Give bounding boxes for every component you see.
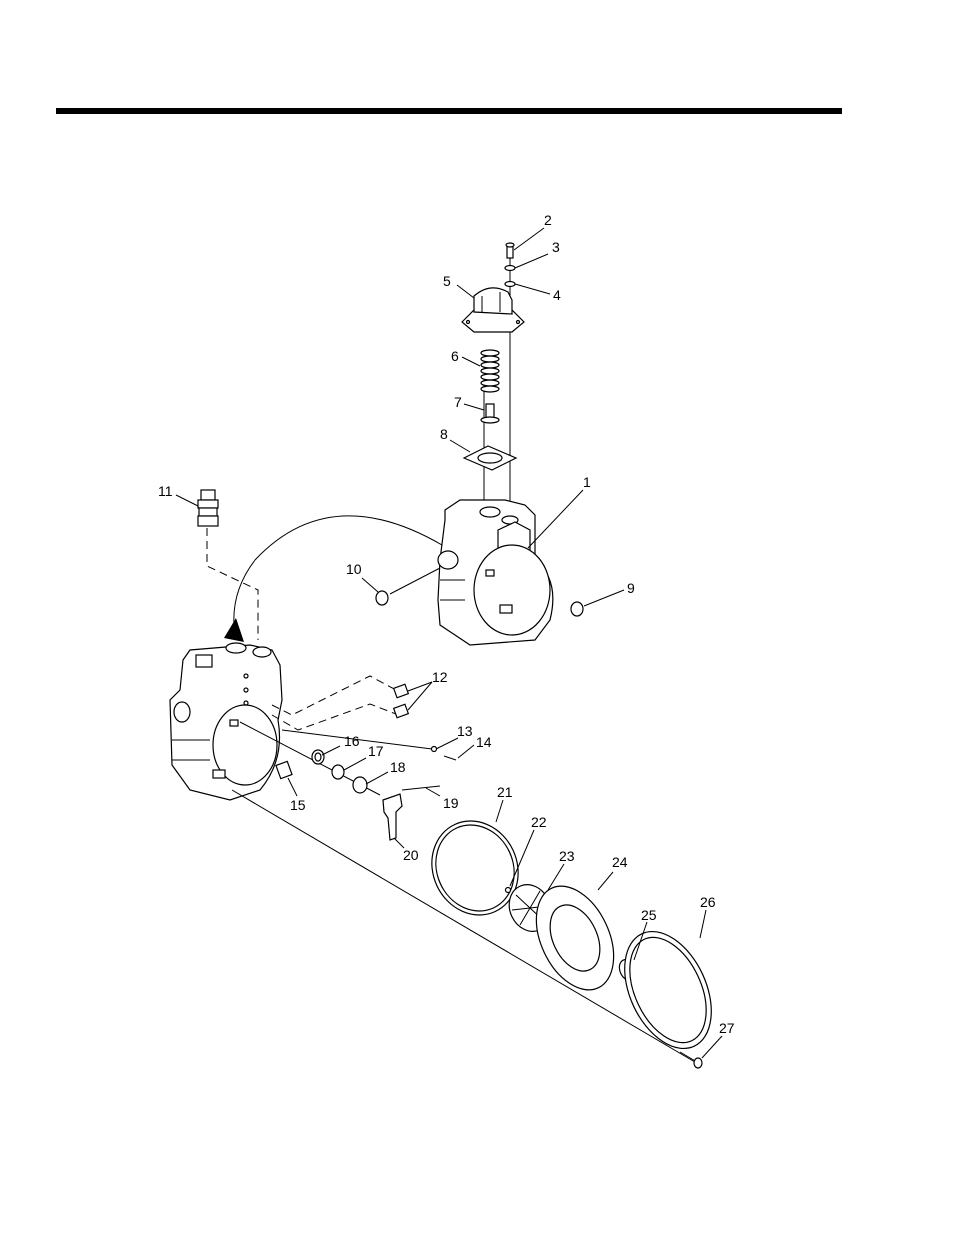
part-20-lever — [383, 794, 402, 840]
part-5-cover — [462, 288, 524, 332]
callout-26: 26 — [700, 894, 716, 910]
part-3-washer — [505, 266, 515, 271]
callout-18: 18 — [390, 759, 406, 775]
callout-17: 17 — [368, 743, 384, 759]
callout-6: 6 — [451, 348, 459, 364]
part-11-hose-barb — [198, 490, 258, 640]
callout-10: 10 — [346, 561, 362, 577]
part-15-screen — [276, 761, 292, 778]
callout-9: 9 — [627, 580, 635, 596]
part-9-o-ring — [571, 602, 583, 616]
part-2-screw — [506, 243, 514, 258]
callout-3: 3 — [552, 239, 560, 255]
callout-11: 11 — [158, 483, 173, 499]
part-10-o-ring — [376, 591, 388, 605]
callout-24: 24 — [612, 854, 628, 870]
part-6-spring — [481, 350, 499, 392]
callout-2: 2 — [544, 212, 552, 228]
callout-22: 22 — [531, 814, 547, 830]
callout-4: 4 — [553, 287, 561, 303]
part-12-plugs — [394, 684, 409, 718]
callout-21: 21 — [497, 784, 513, 800]
part-18-disc — [353, 777, 367, 793]
part-13-ball — [432, 747, 437, 752]
callout-15: 15 — [290, 797, 306, 813]
callout-23: 23 — [559, 848, 575, 864]
lower-regulator-body — [170, 643, 282, 800]
part-14-pin — [444, 756, 456, 760]
callout-19: 19 — [443, 795, 459, 811]
part-22-pin — [506, 888, 511, 893]
lower-assembly — [170, 643, 729, 1068]
leader-lines — [176, 228, 722, 1058]
callout-13: 13 — [457, 723, 473, 739]
callout-14: 14 — [476, 734, 492, 750]
part-1-regulator-body — [438, 500, 553, 645]
part-16-seat — [312, 750, 324, 764]
part-26-cover — [607, 918, 728, 1063]
relocation-arrow — [224, 516, 442, 642]
callout-5: 5 — [443, 273, 451, 289]
callout-8: 8 — [440, 426, 448, 442]
callout-20: 20 — [403, 847, 419, 863]
callout-12: 12 — [432, 669, 448, 685]
part-19-pin — [402, 786, 440, 790]
part-4-washer — [505, 282, 515, 287]
callout-16: 16 — [344, 733, 360, 749]
upper-assembly — [376, 243, 583, 645]
arrow-head-icon — [224, 618, 244, 642]
part-8-gasket — [464, 446, 516, 470]
callout-7: 7 — [454, 394, 462, 410]
part-17-disc — [332, 765, 344, 779]
callout-27: 27 — [719, 1020, 735, 1036]
callout-25: 25 — [641, 907, 657, 923]
callout-1: 1 — [583, 474, 591, 490]
